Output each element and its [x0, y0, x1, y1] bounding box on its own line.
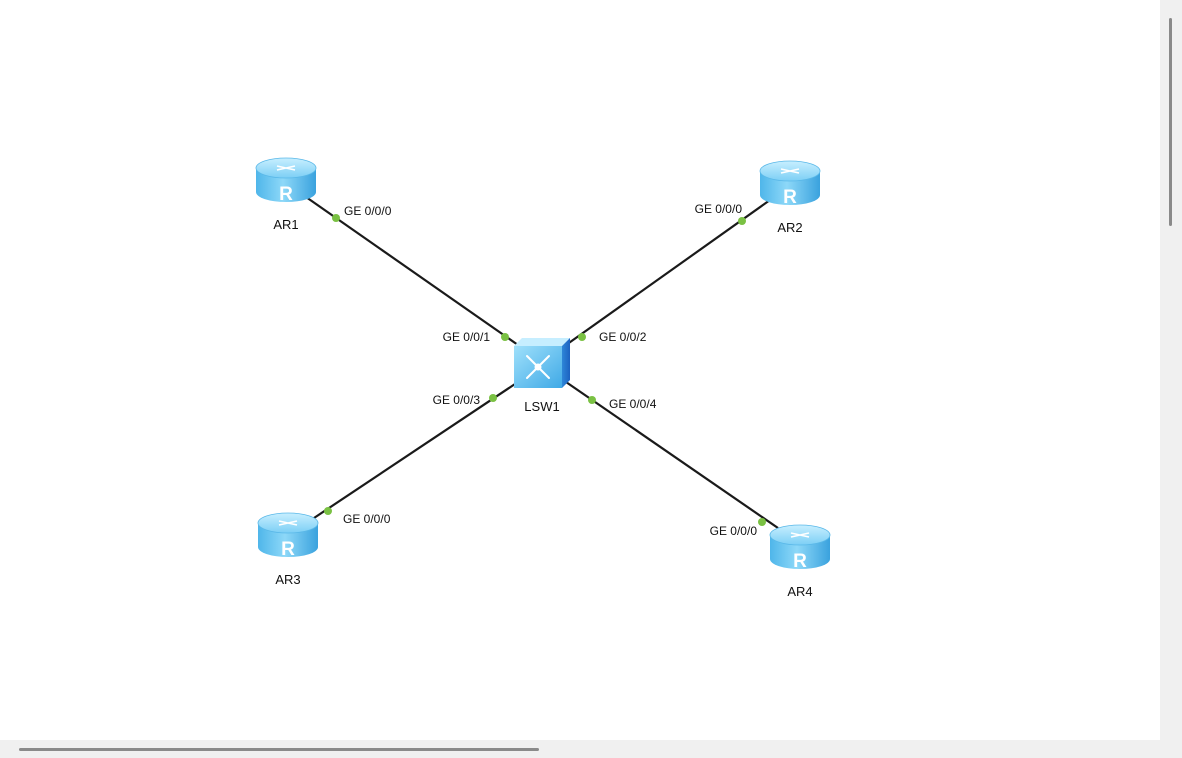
vertical-scrollbar[interactable]: [1160, 0, 1182, 758]
port-label-lsw1-ge001: GE 0/0/1: [443, 330, 491, 344]
links-layer: [305, 196, 779, 529]
port-label-ar3: GE 0/0/0: [343, 512, 391, 526]
router-ar1-icon[interactable]: R: [255, 157, 317, 205]
port-label-lsw1-ge003: GE 0/0/3: [433, 393, 481, 407]
device-label-ar3: AR3: [275, 572, 300, 587]
port-indicator: [738, 217, 746, 225]
router-ar4-icon[interactable]: R: [769, 524, 831, 572]
router-glyph: R: [793, 551, 807, 572]
vertical-scrollbar-thumb[interactable]: [1169, 18, 1172, 226]
port-indicator: [489, 394, 497, 402]
device-label-lsw1: LSW1: [524, 399, 559, 414]
router-ar2-icon[interactable]: R: [759, 160, 821, 208]
device-label-ar2: AR2: [777, 220, 802, 235]
port-label-lsw1-ge002: GE 0/0/2: [599, 330, 647, 344]
device-label-ar1: AR1: [273, 217, 298, 232]
router-ar3-icon[interactable]: R: [257, 512, 319, 560]
link-ar4-lsw1[interactable]: [565, 381, 779, 529]
link-ar2-lsw1[interactable]: [565, 199, 771, 346]
port-indicator: [758, 518, 766, 526]
link-ar3-lsw1[interactable]: [313, 381, 519, 519]
topology-canvas[interactable]: R R R R: [0, 0, 1160, 740]
port-label-ar1: GE 0/0/0: [344, 204, 392, 218]
port-indicator: [578, 333, 586, 341]
switch-lsw1-icon[interactable]: [514, 338, 570, 388]
device-label-ar4: AR4: [787, 584, 812, 599]
port-indicator: [588, 396, 596, 404]
horizontal-scrollbar[interactable]: [0, 740, 1160, 758]
link-ar1-lsw1[interactable]: [305, 196, 519, 346]
port-dots: [324, 214, 766, 526]
port-label-ar2: GE 0/0/0: [695, 202, 743, 216]
port-label-ar4: GE 0/0/0: [710, 524, 758, 538]
router-glyph: R: [281, 539, 295, 560]
router-glyph: R: [783, 187, 797, 208]
router-glyph: R: [279, 184, 293, 205]
port-label-lsw1-ge004: GE 0/0/4: [609, 397, 657, 411]
horizontal-scrollbar-thumb[interactable]: [19, 748, 539, 751]
port-indicator: [332, 214, 340, 222]
topology-diagram: R R R R: [255, 157, 831, 599]
port-indicator: [324, 507, 332, 515]
port-indicator: [501, 333, 509, 341]
